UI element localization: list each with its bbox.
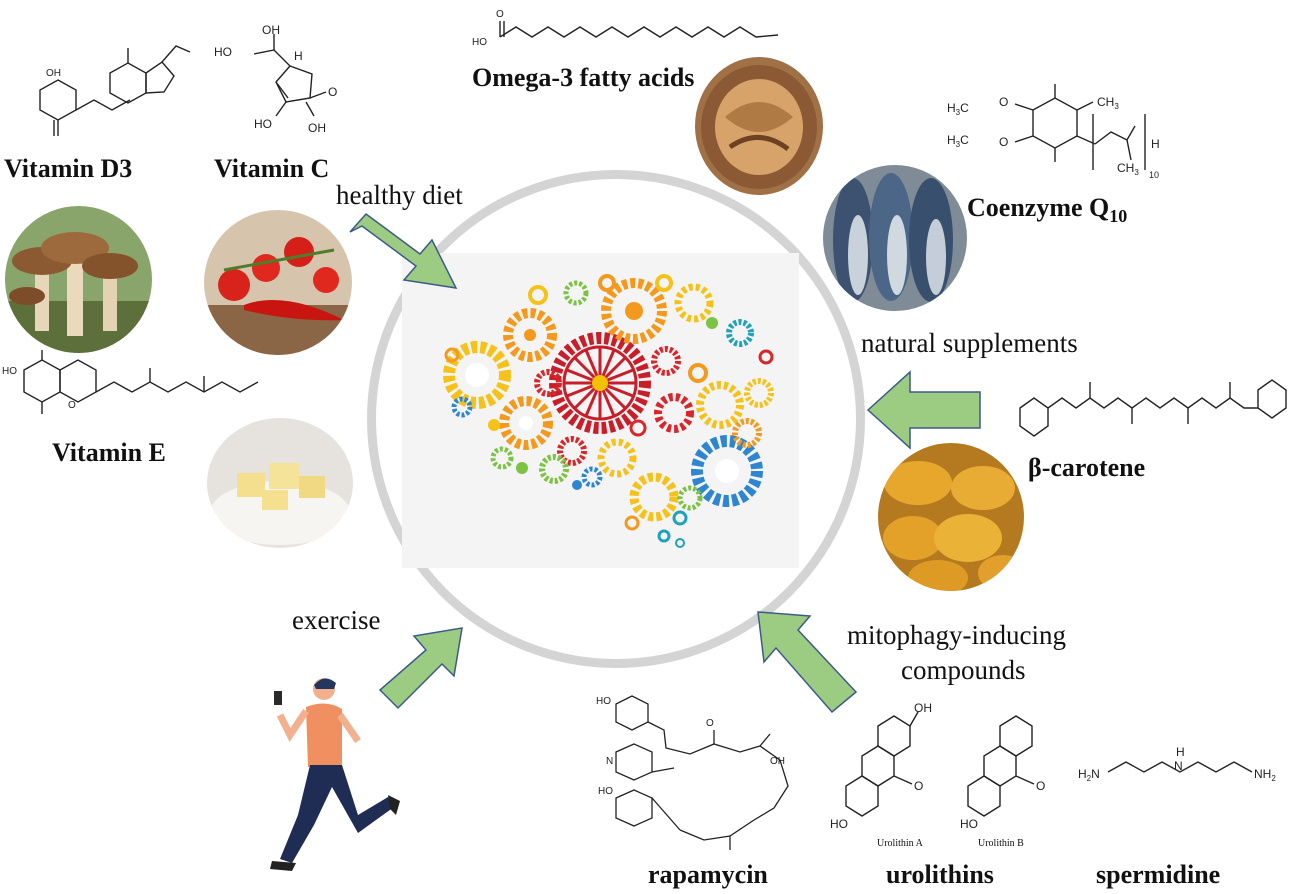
uroa-oh-label: OH [914, 701, 932, 715]
coq-sub10: 10 [1149, 170, 1159, 180]
spermidine-structure: H2N H N NH2 [1078, 740, 1288, 790]
vitamin-c-structure: HO OH H O HO OH [210, 20, 358, 142]
label-coq10-sub: 10 [1109, 206, 1128, 227]
beta-carotene-structure [1010, 368, 1298, 448]
urolithin-a-structure: OH O HO [828, 700, 954, 836]
rapamycin-structure: HO N OH HO O [594, 690, 818, 858]
coq10-structure: H3C H3C O O CH3 CH3 H 10 [945, 78, 1165, 186]
uroa-ho-label: HO [830, 817, 848, 831]
vc-h-label: H [294, 49, 303, 63]
label-spermidine: spermidine [1096, 860, 1221, 889]
vc-oh-top: OH [262, 23, 280, 37]
label-healthy-diet: healthy diet [336, 180, 463, 210]
tomato-chili-photo [204, 210, 352, 355]
coq-ch3-top: CH3 [1097, 95, 1119, 111]
label-exercise: exercise [292, 605, 381, 635]
coq-o-2: O [999, 135, 1008, 149]
rapa-o-label: O [706, 718, 714, 729]
vc-oh-bottom: OH [308, 121, 326, 135]
label-urolithin-b: Urolithin B [978, 838, 1024, 849]
label-mitophagy-line1: mitophagy-inducing [847, 620, 1066, 650]
label-urolithins: urolithins [886, 860, 994, 889]
label-omega3: Omega-3 fatty acids [472, 63, 695, 92]
label-coq10: Coenzyme Q10 [967, 193, 1127, 227]
urolithin-b-structure: O HO [960, 700, 1072, 836]
mango-photo [878, 443, 1024, 591]
arrow-natural-supplements [864, 368, 982, 452]
uroa-o-label: O [914, 779, 923, 793]
urob-o-label: O [1036, 779, 1045, 793]
arrow-mitophagy [752, 606, 864, 718]
ve-o-label: O [68, 400, 76, 411]
ve-ho-label: HO [2, 366, 17, 377]
omega-o-label: O [496, 9, 504, 20]
fish-photo [823, 165, 967, 311]
mushroom-photo [5, 206, 152, 353]
vitamin-e-structure: HO O [2, 348, 272, 422]
rapa-oh-label: OH [770, 756, 785, 767]
coq-ch3-bottom: CH3 [1117, 161, 1139, 177]
rapa-ho2-label: HO [598, 786, 613, 797]
label-vitamin-e: Vitamin E [52, 438, 166, 467]
gear-cluster [443, 274, 774, 548]
vc-ho-bottom: HO [254, 117, 272, 131]
label-urolithin-a: Urolithin A [877, 838, 923, 849]
coq-h3c-1: H3C [947, 101, 969, 117]
coq-h: H [1151, 137, 1160, 151]
butter-photo [207, 418, 353, 548]
label-mitophagy-line2: compounds [901, 655, 1026, 685]
label-vitamin-d3: Vitamin D3 [4, 154, 133, 183]
label-beta-carotene: β-carotene [1028, 453, 1146, 482]
label-rapamycin: rapamycin [648, 860, 768, 889]
omega3-structure: HO O [470, 5, 788, 53]
label-natural-supplements: natural supplements [861, 328, 1078, 358]
sperm-n: N [1174, 759, 1183, 773]
vitamin-d3-structure: OH [18, 18, 200, 146]
omega-ho-label: HO [472, 37, 487, 48]
vc-o-label: O [328, 85, 337, 99]
sperm-h2n: H2N [1078, 767, 1100, 783]
walnut-photo [695, 57, 823, 195]
arrow-healthy-diet [340, 210, 465, 295]
label-vitamin-c: Vitamin C [214, 154, 330, 183]
coq-h3c-2: H3C [947, 133, 969, 149]
urob-ho-label: HO [960, 817, 978, 831]
vd3-oh-label: OH [46, 68, 61, 79]
central-ring [367, 170, 865, 668]
rapa-n-label: N [606, 756, 613, 767]
vc-ho-label: HO [214, 45, 232, 59]
runner-illustration [262, 675, 402, 875]
gear-brain-illustration [402, 253, 799, 568]
arrow-exercise [370, 622, 465, 714]
sperm-h: H [1176, 745, 1185, 759]
label-coq10-base: Coenzyme Q [967, 193, 1110, 222]
sperm-nh2: NH2 [1254, 767, 1276, 783]
coq-o-1: O [999, 95, 1008, 109]
rapa-ho-label: HO [596, 696, 611, 707]
